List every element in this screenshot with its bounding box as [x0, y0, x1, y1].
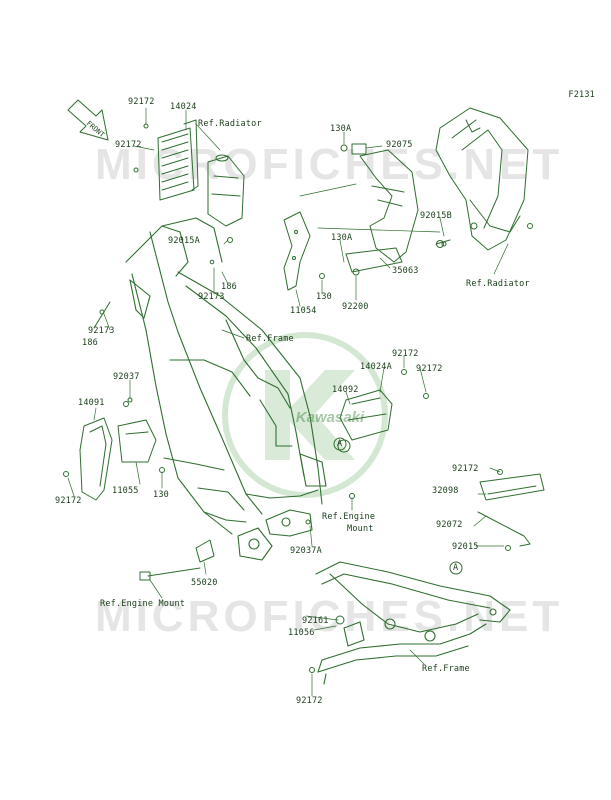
fasteners: [63, 123, 511, 673]
callout-label: 92172: [296, 696, 323, 706]
main-frame: [125, 217, 327, 561]
callout-label: 92172: [416, 364, 443, 374]
callout-label: 92015: [452, 542, 479, 552]
coolant-reservoir: [207, 154, 245, 227]
bracket-11055: [117, 397, 157, 463]
callout-label: 11054: [290, 306, 317, 316]
watermark-top: MICROFICHES.NET: [95, 140, 564, 189]
callout-label: Ref.Frame: [422, 664, 470, 674]
chain-guide: [477, 473, 545, 547]
callout-label: 14091: [78, 398, 105, 408]
callout-label: Mount: [347, 524, 374, 534]
bracket-11054: [283, 211, 311, 291]
callout-label: 92015A: [168, 236, 200, 246]
right-radiator-shroud: [435, 107, 533, 251]
ref-circles: [333, 437, 463, 575]
left-side-cover: [79, 417, 113, 501]
callout-label: Ref.Radiator: [198, 119, 262, 129]
callout-label: 92172: [55, 496, 82, 506]
callout-label: 186: [82, 338, 98, 348]
callout-label: 92200: [342, 302, 369, 312]
callout-label: 55020: [191, 578, 218, 588]
leader-lines: [67, 107, 509, 697]
callout-label: Ref.Engine Mount: [100, 599, 186, 609]
callout-label: 14024A: [360, 362, 392, 372]
callout-label: Ref.Engine: [322, 512, 376, 522]
callout-label: 92037A: [290, 546, 322, 556]
watermark-bottom: MICROFICHES.NET: [95, 592, 564, 641]
callout-label: 130A: [331, 233, 353, 243]
callout-label: 186: [221, 282, 237, 292]
front-arrow-icon: FRONT: [67, 99, 109, 141]
callout-label: 92161: [302, 616, 329, 626]
callout-label: 92172: [452, 464, 479, 474]
callout-label: 130: [316, 292, 332, 302]
callout-label: 14024: [170, 102, 197, 112]
callout-label: 92172: [128, 97, 155, 107]
callout-label: 130A: [330, 124, 352, 134]
ref-circle-label: A: [453, 563, 459, 573]
callout-label: 92173: [88, 326, 115, 336]
callout-label: Ref.Radiator: [466, 279, 530, 289]
callout-label: 32098: [432, 486, 459, 496]
callout-label: 11055: [112, 486, 139, 496]
callout-label: 130: [153, 490, 169, 500]
left-radiator-shroud: [157, 119, 199, 201]
figure-code: F2131: [568, 90, 595, 100]
callout-label: 92075: [386, 140, 413, 150]
callout-label: 35063: [392, 266, 419, 276]
callout-label: 92037: [113, 372, 140, 382]
callout-label: 92015B: [420, 211, 452, 221]
callout-label: 14092: [332, 385, 359, 395]
callout-label: 11056: [288, 628, 315, 638]
callout-label: 92172: [392, 349, 419, 359]
badge-text: Kawasaki: [296, 409, 365, 426]
sub-frame: [315, 561, 511, 685]
callout-label: 92072: [436, 520, 463, 530]
ref-circle-label: A: [337, 439, 343, 449]
callout-label: 92172: [115, 140, 142, 150]
callout-label: Ref.Frame: [246, 334, 294, 344]
callout-label: 92173: [198, 292, 225, 302]
